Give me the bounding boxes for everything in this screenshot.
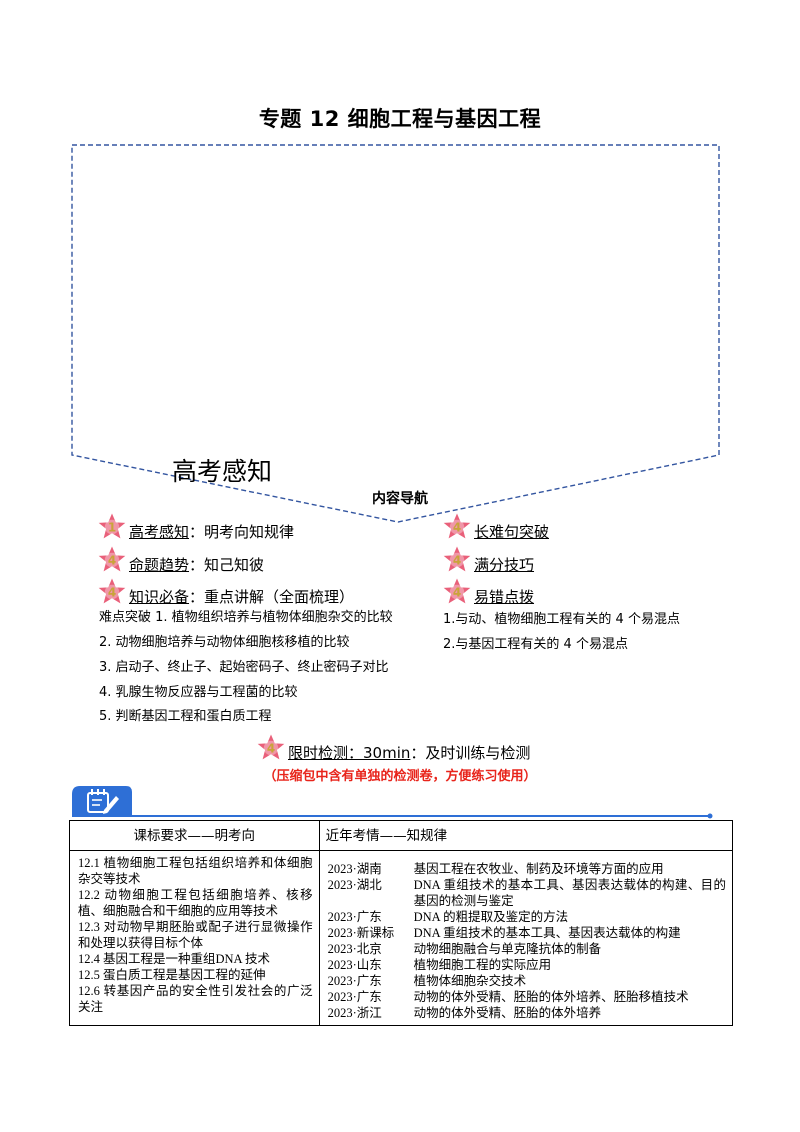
nav-keyword: 知识必备 <box>129 588 190 606</box>
exams-cell: 2023·湖南 基因工程在农牧业、制药及环境等方面的应用 2023·湖北 DNA 重… <box>318 850 734 1026</box>
badge-number: 4 <box>267 742 275 756</box>
page-title: 专题 12 细胞工程与基因工程 <box>258 107 542 131</box>
table-header: 课标要求——明考向 <box>69 820 320 851</box>
nav-keyword: 命题趋势 <box>129 556 190 574</box>
exam-text: DNA 重组技术的基本工具、基因表达载体的构建 <box>413 926 681 940</box>
star-badge-icon: 4 <box>98 546 126 572</box>
star-badge-icon: 1 <box>98 513 126 539</box>
nav-desc: ：重点讲解（全面梳理） <box>189 588 355 606</box>
exam-text: 基因工程在农牧业、制药及环境等方面的应用 <box>413 862 664 876</box>
nav-keyword: 高考感知 <box>129 523 190 541</box>
exam-source: 2023·新课标 <box>327 926 395 940</box>
exam-source: 2023·广东 <box>327 990 382 1004</box>
nav-keyword: 满分技巧 <box>474 556 535 574</box>
badge-number: 4 <box>108 554 116 568</box>
exam-source: 2023·湖南 <box>327 862 382 876</box>
requirement-item: 12.1 植物细胞工程包括组织培养和体细胞杂交等技术 <box>78 856 313 886</box>
star-badge-icon: 4 <box>443 513 471 539</box>
exam-source: 2023·北京 <box>327 942 382 956</box>
nav-keyword: 易错点拨 <box>474 588 535 606</box>
exam-text: 植物体细胞杂交技术 <box>413 974 527 988</box>
exam-item: 2023·广东 DNA 的粗提取及鉴定的方法 <box>328 909 726 925</box>
requirement-item: 12.6 转基因产品的安全性引发社会的广泛关注 <box>78 984 313 1014</box>
exam-item: 2023·湖南 基因工程在农牧业、制药及环境等方面的应用 <box>328 861 726 877</box>
nav-item-timed-test[interactable]: 4 限时检测：30min：及时训练与检测 <box>256 734 531 763</box>
nav-item-knowledge[interactable]: 4 知识必备：重点讲解（全面梳理） <box>97 578 355 607</box>
nav-item-trend[interactable]: 4 命题趋势：知己知彼 <box>97 546 265 575</box>
exam-source: 2023·浙江 <box>327 1006 382 1020</box>
nav-desc: ：知己知彼 <box>189 556 265 574</box>
exam-source: 2023·广东 <box>327 974 382 988</box>
exam-source: 2023·湖北 <box>327 878 382 892</box>
requirement-item: 12.5 蛋白质工程是基因工程的延伸 <box>78 968 266 982</box>
badge-number: 4 <box>453 586 461 600</box>
table-header: 近年考情——知规律 <box>318 820 734 851</box>
badge-number: 4 <box>108 586 116 600</box>
badge-number: 1 <box>108 521 116 535</box>
exam-item: 2023·湖北 DNA 重组技术的基本工具、基因表达载体的构建、目的基因的检测与鉴… <box>328 877 726 909</box>
timed-note: （压缩包中含有单独的检测卷，方便练习使用） <box>263 769 537 784</box>
star-badge-icon: 4 <box>257 734 285 760</box>
exam-text: 植物细胞工程的实际应用 <box>413 958 552 972</box>
table-row: 12.1 植物细胞工程包括组织培养和体细胞杂交等技术 12.2 动物细胞工程包括… <box>69 850 734 1026</box>
star-badge-icon: 4 <box>98 578 126 604</box>
section-banner <box>72 786 713 819</box>
exam-item: 2023·浙江 动物的体外受精、胚胎的体外培养 <box>328 1005 726 1021</box>
sub-item[interactable]: 5. 判断基因工程和蛋白质工程 <box>99 709 272 724</box>
nav-desc: ：明考向知规律 <box>189 523 295 541</box>
exam-item: 2023·北京 动物细胞融合与单克隆抗体的制备 <box>328 941 726 957</box>
nav-keyword: 限时检测：30min <box>288 744 411 762</box>
requirements-cell: 12.1 植物细胞工程包括组织培养和体细胞杂交等技术 12.2 动物细胞工程包括… <box>69 850 320 1026</box>
nav-item-long-sentence[interactable]: 4 长难句突破 <box>442 513 550 542</box>
exam-text: DNA 重组技术的基本工具、基因表达载体的构建、目的基因的检测与鉴定 <box>413 878 726 908</box>
badge-number: 4 <box>453 554 461 568</box>
nav-item-skills[interactable]: 4 满分技巧 <box>442 546 535 575</box>
exam-text: 动物的体外受精、胚胎的体外培养 <box>413 1006 602 1020</box>
nav-title: 内容导航 <box>372 491 428 507</box>
nav-desc: ：及时训练与检测 <box>410 744 531 762</box>
badge-number: 4 <box>453 521 461 535</box>
exam-item: 2023·新课标 DNA 重组技术的基本工具、基因表达载体的构建 <box>328 925 726 941</box>
requirements-table: 课标要求——明考向 近年考情——知规律 12.1 植物细胞工程包括组织培养和体细… <box>69 820 734 1026</box>
exam-item: 2023·广东 植物体细胞杂交技术 <box>328 973 726 989</box>
sub-item[interactable]: 4. 乳腺生物反应器与工程菌的比较 <box>99 685 298 700</box>
exam-item: 2023·广东 动物的体外受精、胚胎的体外培养、胚胎移植技术 <box>328 989 726 1005</box>
sub-item[interactable]: 2.与基因工程有关的 4 个易混点 <box>443 637 628 652</box>
exam-source: 2023·山东 <box>327 958 382 972</box>
exam-text: 动物的体外受精、胚胎的体外培养、胚胎移植技术 <box>413 990 689 1004</box>
exam-text: DNA 的粗提取及鉴定的方法 <box>413 910 569 924</box>
table-header-row: 课标要求——明考向 近年考情——知规律 <box>69 820 734 851</box>
nav-keyword: 长难句突破 <box>474 523 550 541</box>
frame-heading: 高考感知 <box>172 457 273 486</box>
sub-item[interactable]: 3. 启动子、终止子、起始密码子、终止密码子对比 <box>99 660 389 675</box>
nav-item-gaokao[interactable]: 1 高考感知：明考向知规律 <box>97 513 295 542</box>
requirement-item: 12.4 基因工程是一种重组DNA 技术 <box>78 952 271 966</box>
dashed-frame <box>71 144 720 523</box>
sub-item[interactable]: 1.与动、植物细胞工程有关的 4 个易混点 <box>443 612 680 627</box>
exam-text: 动物细胞融合与单克隆抗体的制备 <box>413 942 602 956</box>
star-badge-icon: 4 <box>443 578 471 604</box>
sub-item[interactable]: 难点突破 1. 植物组织培养与植物体细胞杂交的比较 <box>99 610 393 625</box>
sub-item[interactable]: 2. 动物细胞培养与动物体细胞核移植的比较 <box>99 635 350 650</box>
requirement-item: 12.2 动物细胞工程包括细胞培养、核移植、细胞融合和干细胞的应用等技术 <box>78 888 313 918</box>
notebook-pen-icon <box>87 789 119 814</box>
nav-item-mistakes[interactable]: 4 易错点拨 <box>442 578 535 607</box>
exam-item: 2023·山东 植物细胞工程的实际应用 <box>328 957 726 973</box>
star-badge-icon: 4 <box>443 546 471 572</box>
requirement-item: 12.3 对动物早期胚胎或配子进行显微操作和处理以获得目标个体 <box>78 920 313 950</box>
exam-source: 2023·广东 <box>327 910 382 924</box>
